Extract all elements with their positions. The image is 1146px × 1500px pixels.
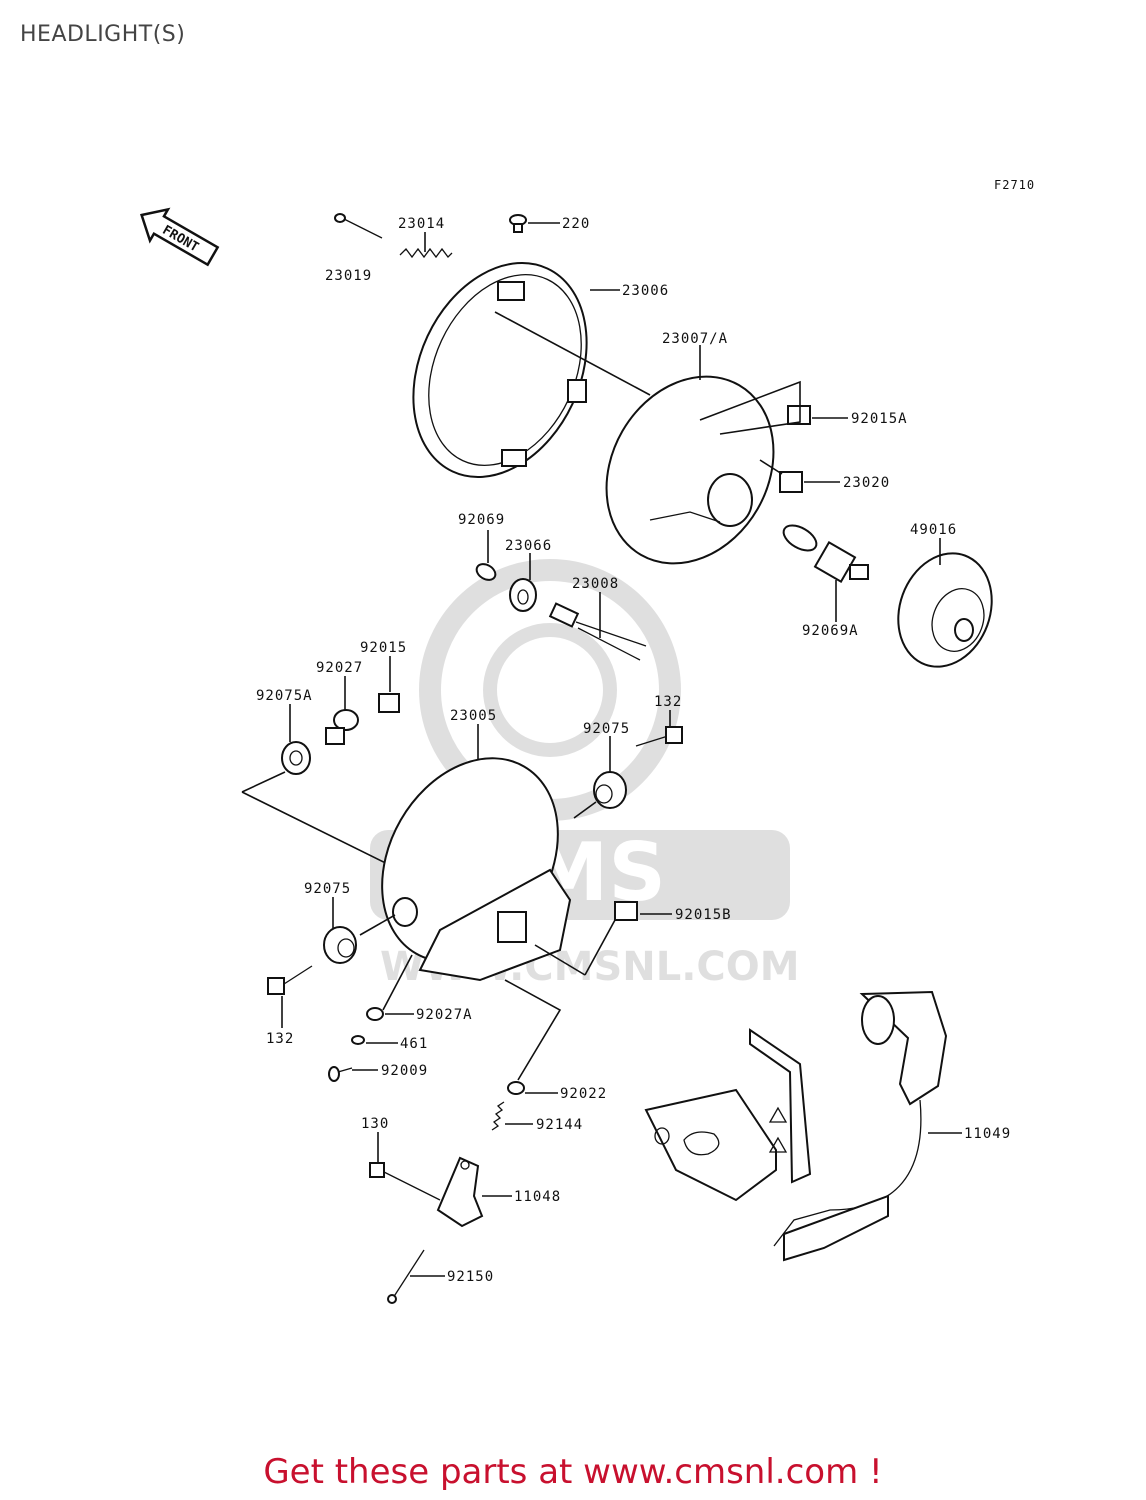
bolt-130: [369, 1162, 441, 1201]
label-92027a: 92027A: [416, 1007, 473, 1023]
label-92015b: 92015B: [675, 907, 732, 923]
label-23006: 23006: [622, 283, 669, 299]
figure-code: F2710: [994, 178, 1036, 192]
label-220: 220: [562, 216, 590, 232]
grommet-92075-right: [593, 771, 627, 809]
screw-92009: [328, 1066, 353, 1082]
label-23007a: 23007/A: [662, 331, 728, 347]
footer-banner[interactable]: Get these parts at www.cmsnl.com !: [263, 1452, 883, 1492]
label-461: 461: [400, 1036, 428, 1052]
bolt-132-right: [635, 726, 683, 747]
front-direction-arrow: FRONT: [140, 207, 220, 267]
nut-23020: [779, 471, 803, 493]
screw-23019: [334, 213, 383, 239]
grommet-23066: [509, 578, 537, 612]
grommet-92075-left: [323, 926, 357, 964]
spring-92144: [491, 1101, 505, 1131]
label-23066: 23066: [505, 538, 552, 554]
bolt-132-left: [267, 965, 313, 995]
label-23005: 23005: [450, 708, 497, 724]
stay-11049: [644, 990, 948, 1262]
bolt-92150: [387, 1249, 425, 1304]
bulb-92069: [475, 563, 497, 581]
headlight-rim-23006: [412, 262, 588, 478]
bulb-92069a: [782, 524, 869, 583]
label-92075a-top: 92075A: [256, 688, 313, 704]
label-92075-right: 92075: [583, 721, 630, 737]
washer-461: [351, 1035, 365, 1045]
label-130: 130: [361, 1116, 389, 1132]
page-title: HEADLIGHT(S): [20, 22, 186, 47]
label-11048: 11048: [514, 1189, 561, 1205]
label-11049: 11049: [964, 1126, 1011, 1142]
spring-23014: [399, 247, 453, 259]
label-92075-left: 92075: [304, 881, 351, 897]
label-92144: 92144: [536, 1117, 583, 1133]
label-92069: 92069: [458, 512, 505, 528]
label-92022: 92022: [560, 1086, 607, 1102]
nut-92022: [507, 1081, 525, 1095]
socket-23008: [548, 602, 647, 661]
label-23014: 23014: [398, 216, 445, 232]
label-92009: 92009: [381, 1063, 428, 1079]
label-92069a: 92069A: [802, 623, 859, 639]
label-23020: 23020: [843, 475, 890, 491]
grommet-92075a: [281, 741, 311, 775]
bracket-11048: [436, 1156, 484, 1228]
screw-220: [509, 214, 527, 233]
headlight-unit-23007a: [605, 375, 775, 565]
label-92015: 92015: [360, 640, 407, 656]
label-23008: 23008: [572, 576, 619, 592]
label-132-right: 132: [654, 694, 682, 710]
nut-92015a: [787, 405, 811, 425]
label-92015a: 92015A: [851, 411, 908, 427]
label-23019: 23019: [325, 268, 372, 284]
label-132-left: 132: [266, 1031, 294, 1047]
nut-92015b: [614, 901, 638, 921]
rubber-boot-49016: [897, 552, 993, 668]
label-49016: 49016: [910, 522, 957, 538]
nut-92015: [378, 693, 400, 713]
screw-92027a: [366, 1007, 384, 1021]
headlight-housing-23005: [381, 757, 572, 982]
label-92150: 92150: [447, 1269, 494, 1285]
collar-92027: [325, 709, 359, 745]
label-92027: 92027: [316, 660, 363, 676]
